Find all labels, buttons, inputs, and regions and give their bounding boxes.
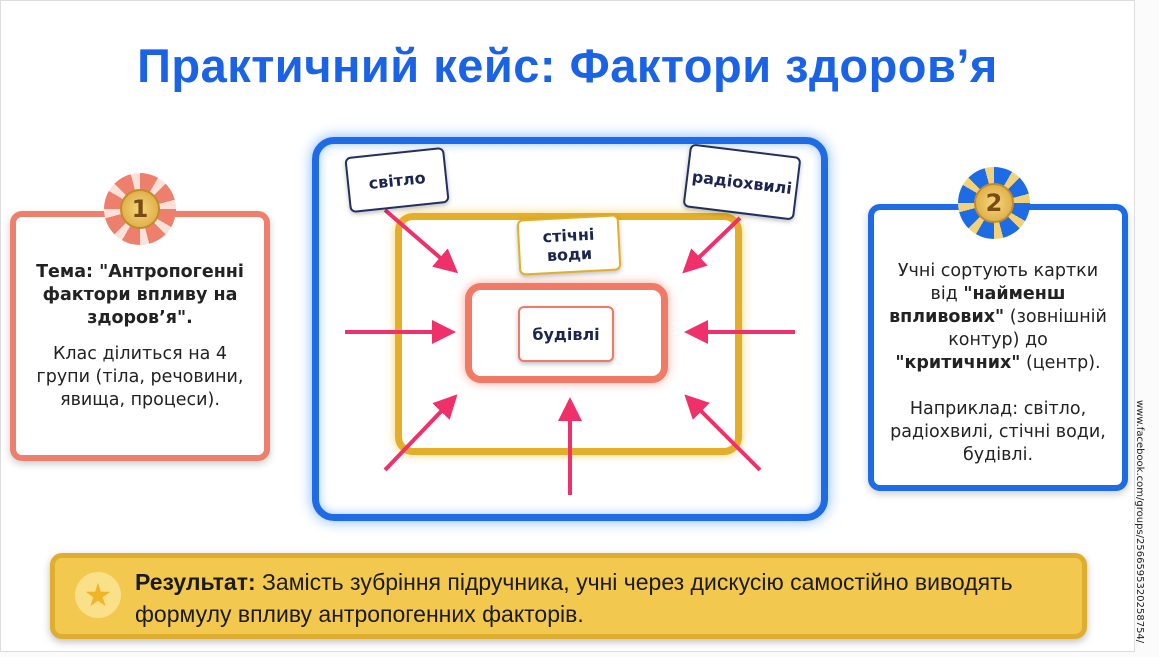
example-text: Наприклад: світло, радіохвилі, стічні во… (890, 399, 1106, 465)
result-text: Замість зубріння підручника, учні через … (135, 569, 1013, 627)
topic-card: Тема: "Антропогенні фактори впливу на зд… (10, 211, 270, 461)
source-url: www.facebook.com/groups/2566595320258754… (1134, 400, 1145, 644)
sorting-card: Учні сортують картки від "найменш впливо… (868, 204, 1128, 491)
sorting-text: Учні сортують картки від "найменш впливо… (889, 261, 1107, 373)
outer-contour (312, 137, 828, 521)
page-title: Практичний кейс: Фактори здоров’я (137, 39, 998, 92)
arrow-icon (383, 394, 458, 472)
step-number: 1 (120, 189, 160, 229)
arrow-icon (383, 208, 459, 274)
step-number: 2 (974, 183, 1014, 223)
card-light[interactable]: світло (344, 146, 450, 214)
topic-heading: Тема: "Антропогенні фактори впливу на зд… (36, 262, 244, 328)
topic-text: Клас ділиться на 4 групи (тіла, речовини… (36, 344, 244, 410)
card-radio-waves[interactable]: радіохвилі (682, 143, 802, 221)
step-1-chip-icon: 1 (104, 173, 176, 245)
card-sewage[interactable]: стічні води (516, 214, 622, 276)
step-2-chip-icon: 2 (958, 167, 1030, 239)
card-buildings[interactable]: будівлі (518, 306, 614, 362)
inner-contour (465, 283, 668, 383)
result-banner: ★ Результат: Замість зубріння підручника… (50, 553, 1087, 639)
arrow-icon (682, 216, 742, 274)
arrow-icon (684, 394, 762, 472)
star-icon: ★ (75, 572, 121, 618)
result-label: Результат: (135, 569, 256, 595)
